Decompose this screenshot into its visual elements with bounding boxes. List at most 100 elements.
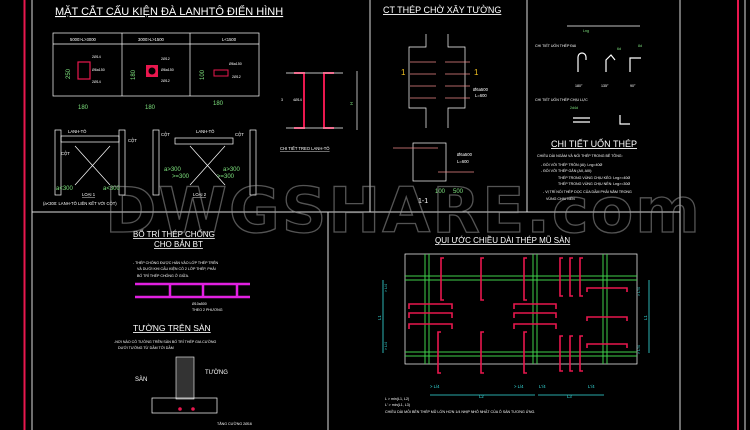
- length-label: L=600: [457, 159, 469, 164]
- note: THEO 2 PHƯƠNG: [192, 308, 223, 312]
- beam-section: [77, 61, 91, 80]
- dim: L1: [377, 315, 382, 320]
- label: CHI TIẾT UỐN THÉP CHỊU LỰC: [535, 97, 588, 102]
- rebar-label: Ø6a500: [473, 87, 489, 92]
- watermark: DWGSHARE.com: [105, 174, 702, 247]
- label: CỘT: [235, 132, 244, 137]
- panel-wall-rebar: CT THÉP CHỜ XÂY TƯỜNG 1 1 Ø6a500 L=600 Ø…: [383, 5, 501, 205]
- lintel-type-1: LANH-TÔ CỘT CỘT a<300 a<300 LOẠI 1 (a<30…: [43, 129, 137, 206]
- panel-chair-bars: BỐ TRÍ THÉP CHỐNG CHO BẢN BT - THÉP CHỐN…: [133, 229, 250, 312]
- panel-top-bars: QUI ƯỚC CHIỀU DÀI THÉP MŨ SÀN > L/4 L1 >…: [377, 235, 650, 414]
- dim: 100: [435, 189, 446, 195]
- dim: a<300: [56, 186, 74, 192]
- label: SÀN: [135, 376, 147, 383]
- panel-title: BỐ TRÍ THÉP CHỐNG: [133, 229, 215, 239]
- section-table: [52, 32, 260, 97]
- label: CHI TIẾT UỐN THÉP ĐAI: [535, 43, 576, 48]
- panel-bending: Lng CHI TIẾT UỐN THÉP ĐAI 6d 8d 180° 135…: [535, 25, 642, 201]
- length-label: L=600: [475, 93, 487, 98]
- rebar-label: 2Ø14: [92, 55, 101, 59]
- rebar-label: Ø6a500: [457, 152, 473, 157]
- rebar-label: TĂNG CƯỜNG 2Ø16: [217, 421, 252, 426]
- hanger-label: CHI TIẾT TREO LANH-TÔ: [280, 146, 330, 151]
- note: CHIỀU DÀI NGÀM VÀ NỐI THÉP TRONG BÊ TÔNG…: [537, 153, 623, 158]
- dim: >=300: [217, 174, 235, 180]
- panel-wall-on-slab: TƯỜNG TRÊN SÀN -NƠI NÀO CÓ TƯỜNG TRÊN SÀ…: [114, 323, 252, 426]
- label: LANH-TÔ: [196, 129, 215, 134]
- angle: 135°: [601, 84, 609, 88]
- note: CHIỀU DÀI MỖI BÊN THÉP MŨ LỚN HƠN 1/4 NH…: [385, 409, 535, 414]
- dim: 8d: [638, 44, 642, 48]
- note: (a<300: LANH-TÔ LIÊN KẾT VỚI CỘT): [43, 201, 117, 206]
- lintel-type-2: LANH-TÔ CỘT CỘT a>300 a>300 >=300 >=300 …: [152, 129, 257, 197]
- rebar-label: 4Ø14: [293, 98, 302, 102]
- dim: > L'/4: [637, 287, 641, 296]
- section-mark: 1: [474, 68, 479, 77]
- dim: a>300: [164, 167, 182, 173]
- panel-title: QUI ƯỚC CHIỀU DÀI THÉP MŨ SÀN: [435, 235, 570, 245]
- table-header: 5000>L>3000: [70, 37, 97, 42]
- dim: L'/4: [539, 384, 546, 389]
- label: LANH-TÔ: [68, 129, 87, 134]
- section-mark: 1: [401, 68, 406, 77]
- panel-title: CT THÉP CHỜ XÂY TƯỜNG: [383, 5, 501, 15]
- dim-height: 180: [131, 69, 137, 80]
- wall: [175, 356, 195, 400]
- rebar-label: 2Ø12: [232, 75, 241, 79]
- rebar-label: Ø10a500: [192, 302, 207, 306]
- note: - ĐỐI VỚI THÉP GÂN (AII, AIII):: [541, 168, 592, 173]
- dim: Lng: [583, 29, 589, 33]
- dim-width: 180: [213, 101, 224, 107]
- angle: 180°: [575, 84, 583, 88]
- table-header: 3000>L>1500: [138, 37, 165, 42]
- dim: 6d: [617, 47, 621, 51]
- panel-title: CHI TIẾT UỐN THÉP: [551, 138, 637, 149]
- angle: 90°: [630, 84, 636, 88]
- note: L > min(L1, L2): [385, 397, 409, 401]
- note: THÉP TRONG VÙNG CHỊU KÉO: Lng>=40Ø: [558, 175, 630, 180]
- note: -NƠI NÀO CÓ TƯỜNG TRÊN SÀN BỐ TRÍ THÉP G…: [114, 339, 217, 344]
- section-name: 1-1: [418, 198, 428, 205]
- mark: 3: [281, 98, 283, 102]
- dim: > L/4: [384, 284, 388, 292]
- dim: L'/4: [588, 384, 595, 389]
- dim: 2d4d: [570, 106, 578, 110]
- rebar-label: 2Ø14: [92, 80, 101, 84]
- dim: a>300: [223, 167, 241, 173]
- dim: L3: [567, 394, 572, 399]
- note: - THÉP CHỐNG ĐƯỢC HÀN VÀO LỚP THÉP TRÊN: [133, 260, 219, 265]
- note: DƯỚI TƯỜNG TỪ DẦM TỚI DẦM: [118, 345, 174, 350]
- dim-width: 180: [145, 105, 156, 111]
- note: VÙNG CHỊU NÉN: [546, 196, 575, 201]
- hanger-detail: H 4Ø14 3 CHI TIẾT TREO LANH-TÔ: [280, 71, 358, 151]
- panel-lintel-sections: MẶT CẮT CẤU KIỆN ĐÀ LANHTÔ ĐIỂN HÌNH 500…: [43, 5, 358, 206]
- panel-title: TƯỜNG TRÊN SÀN: [133, 323, 211, 333]
- dim: > L/4: [430, 384, 440, 389]
- note: L' > min(L1, L3): [385, 403, 410, 407]
- note: - VỊ TRÍ NỐI THÉP DỌC CỦA DẦM PHẢI NẰM T…: [543, 189, 632, 194]
- dim: a<300: [103, 186, 121, 192]
- dim: L2: [479, 394, 484, 399]
- note: - ĐỐI VỚI THÉP TRÒN (AI): Lng=40Ø: [541, 162, 603, 167]
- dim: >=300: [172, 174, 190, 180]
- label: LOẠI 2: [193, 192, 207, 197]
- rebar-label: Ø6a150: [229, 62, 242, 66]
- label: LOẠI 1: [82, 192, 96, 197]
- label: CỘT: [61, 151, 70, 156]
- dim-width: 180: [78, 105, 89, 111]
- slab: [151, 397, 218, 414]
- note: BỐ TRÍ THÉP CHỐNG Ở GIỮA.: [137, 273, 189, 278]
- dim-height: 100: [200, 69, 206, 80]
- table-header: L<1500: [222, 37, 237, 42]
- drawing-frame: [23, 0, 746, 430]
- panel-title: MẶT CẮT CẤU KIỆN ĐÀ LANHTÔ ĐIỂN HÌNH: [55, 5, 283, 18]
- dim: L1: [643, 315, 648, 320]
- label: CỘT: [161, 132, 170, 137]
- label: CỘT: [128, 138, 137, 143]
- beam-section: [213, 69, 229, 77]
- panel-title: CHO BẢN BT: [154, 240, 203, 249]
- dim: > L/4: [514, 384, 524, 389]
- note: VÀ DƯỚI KHI CẤU KIỆN CÓ 2 LỚP THÉP, PHẢI: [137, 266, 216, 271]
- rebar-label: 2Ø12: [161, 57, 170, 61]
